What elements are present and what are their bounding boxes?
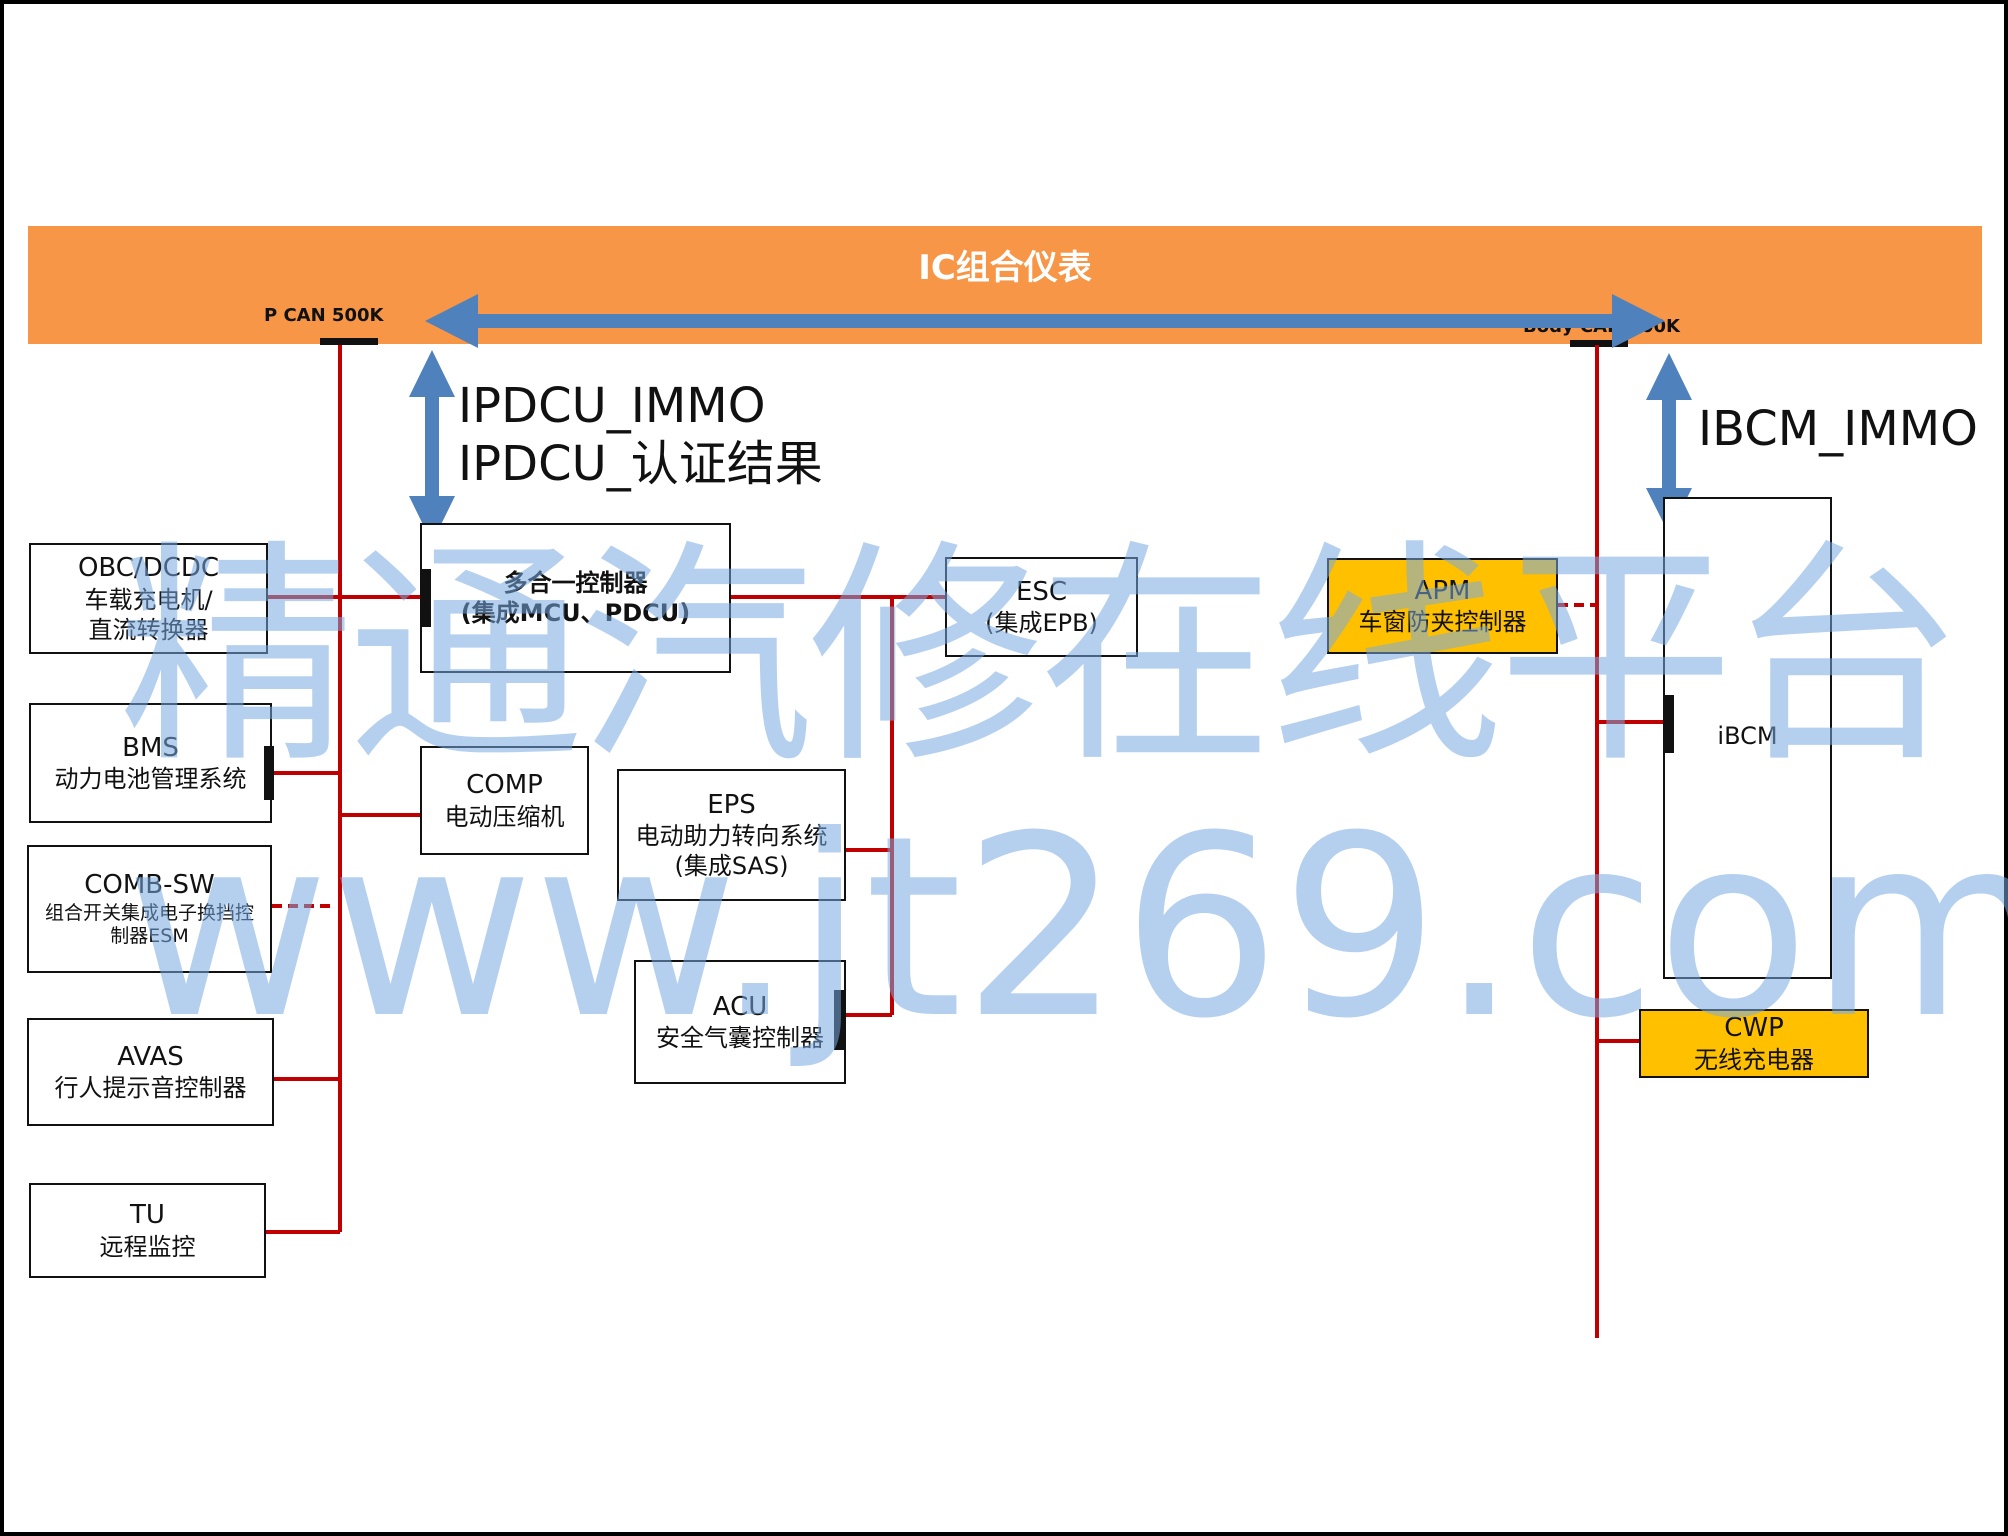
ipdcu-immo-label: IPDCU_IMMO bbox=[458, 378, 766, 434]
comp-desc: 电动压缩机 bbox=[444, 802, 565, 831]
apm-name: APM bbox=[1414, 575, 1471, 606]
acu-node: ACU 安全气囊控制器 bbox=[634, 960, 846, 1084]
mcu-connector-stub bbox=[421, 569, 431, 627]
obc-dcdc-desc2: 直流转换器 bbox=[88, 615, 209, 644]
cwp-desc: 无线充电器 bbox=[1694, 1045, 1814, 1074]
comp-node: COMP 电动压缩机 bbox=[420, 746, 589, 855]
bms-connector-stub bbox=[264, 746, 274, 800]
tu-name: TU bbox=[130, 1200, 165, 1231]
obc-dcdc-node: OBC/DCDC 车载充电机/ 直流转换器 bbox=[29, 543, 268, 654]
body-can-connector bbox=[1570, 340, 1628, 347]
eps-desc2: (集成SAS) bbox=[674, 852, 789, 881]
apm-desc: 车窗防夹控制器 bbox=[1358, 608, 1527, 637]
ibcm-vertical-arrow-icon bbox=[1646, 353, 1692, 534]
ipdcu-vertical-arrow-icon bbox=[409, 350, 455, 543]
comb-sw-desc1: 组合开关集成电子换挡控 bbox=[44, 901, 254, 924]
avas-desc: 行人提示音控制器 bbox=[54, 1074, 247, 1103]
multi-controller-desc: (集成MCU、PDCU) bbox=[460, 599, 691, 627]
obc-dcdc-desc1: 车载充电机/ bbox=[84, 585, 213, 614]
eps-name: EPS bbox=[707, 789, 756, 820]
eps-desc1: 电动助力转向系统 bbox=[635, 822, 828, 851]
avas-node: AVAS 行人提示音控制器 bbox=[27, 1018, 274, 1126]
eps-node: EPS 电动助力转向系统 (集成SAS) bbox=[617, 769, 846, 901]
acu-name: ACU bbox=[712, 991, 768, 1022]
esc-desc: (集成EPB) bbox=[985, 609, 1098, 638]
ibcm-name: iBCM bbox=[1717, 722, 1778, 750]
multi-in-one-controller-node: 多合一控制器 (集成MCU、PDCU) bbox=[420, 523, 731, 673]
apm-node: APM 车窗防夹控制器 bbox=[1327, 558, 1558, 654]
bms-node: BMS 动力电池管理系统 bbox=[29, 703, 272, 823]
multi-controller-name: 多合一控制器 bbox=[503, 569, 648, 597]
comb-sw-desc2: 制器ESM bbox=[110, 925, 189, 948]
comb-sw-name: COMB-SW bbox=[84, 870, 215, 900]
ipdcu-auth-result-label: IPDCU_认证结果 bbox=[458, 436, 823, 492]
bms-name: BMS bbox=[122, 732, 179, 763]
acu-connector-stub bbox=[834, 990, 844, 1050]
cwp-name: CWP bbox=[1724, 1013, 1784, 1044]
avas-name: AVAS bbox=[117, 1041, 184, 1072]
ic-title: IC组合仪表 bbox=[918, 248, 1092, 288]
esc-name: ESC bbox=[1015, 576, 1068, 607]
ibcm-immo-label: IBCM_IMMO bbox=[1698, 401, 1978, 457]
ibcm-connector-stub bbox=[1664, 695, 1674, 753]
obc-dcdc-name: OBC/DCDC bbox=[77, 553, 220, 584]
pcan-connector bbox=[320, 338, 378, 345]
ibcm-node: iBCM bbox=[1663, 497, 1832, 979]
esc-node: ESC (集成EPB) bbox=[945, 557, 1138, 657]
comp-name: COMP bbox=[466, 770, 543, 801]
bms-desc: 动力电池管理系统 bbox=[54, 765, 247, 794]
tu-node: TU 远程监控 bbox=[29, 1183, 266, 1278]
pcan-label: P CAN 500K bbox=[264, 305, 384, 326]
horizontal-arrow-icon bbox=[425, 294, 1665, 348]
tu-desc: 远程监控 bbox=[99, 1232, 196, 1261]
cwp-node: CWP 无线充电器 bbox=[1639, 1009, 1869, 1078]
comb-sw-node: COMB-SW 组合开关集成电子换挡控 制器ESM bbox=[27, 845, 272, 973]
acu-desc: 安全气囊控制器 bbox=[656, 1024, 824, 1053]
